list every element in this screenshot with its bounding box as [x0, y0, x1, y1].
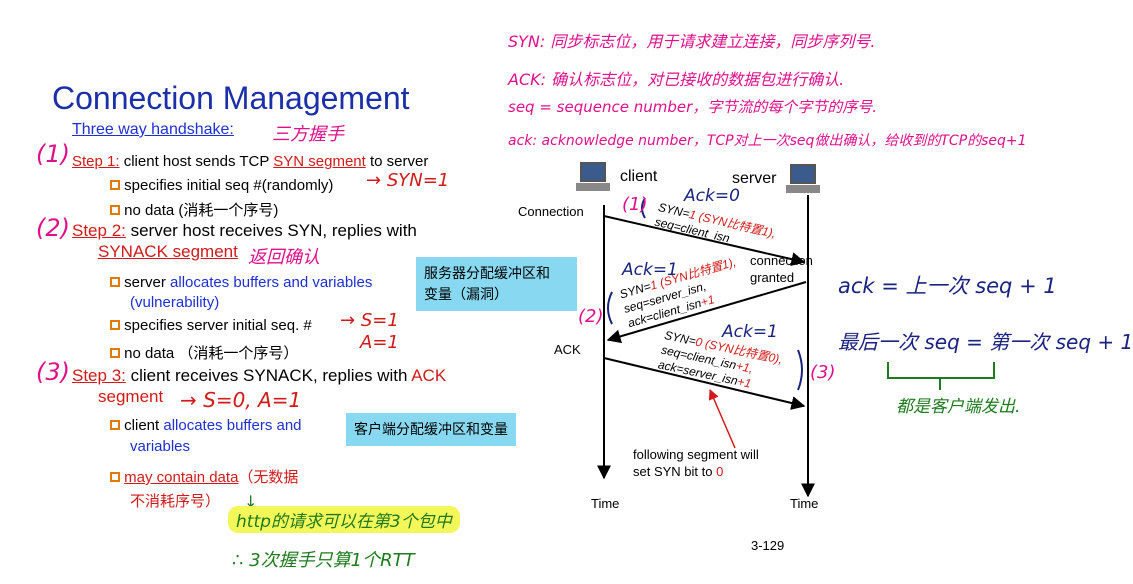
step1-bullet1: specifies initial seq #(randomly) [110, 177, 333, 194]
note-syn: SYN: 同步标志位，用于请求建立连接，同步序列号. [508, 32, 876, 51]
bracket-msg3 [797, 349, 803, 391]
bullet-icon [110, 420, 120, 430]
step2-bullet1: server allocates buffers and variables(v… [110, 273, 372, 313]
msg1-hand-ack: Ack=0 [684, 186, 740, 206]
step2-bullet2: specifies server initial seq. # [110, 317, 312, 334]
bullet-icon [110, 320, 120, 330]
pointer-arrow [708, 389, 736, 449]
bullet-icon [110, 277, 120, 287]
step3-bullet2: may contain data（无数据不消耗序号） [110, 466, 298, 514]
step1-note: → SYN=1 [366, 170, 450, 191]
subtitle-note: 三方握手 [272, 124, 344, 145]
http-note: http的请求可以在第3个包中 [228, 506, 460, 533]
bullet-icon [110, 205, 120, 215]
step2-note-s: → S=1 [340, 310, 399, 331]
step3-note: → S=0, A=1 [180, 388, 302, 412]
note-seq: seq = sequence number，字节流的每个字节的序号. [508, 98, 878, 116]
bracket-msg2 [607, 291, 613, 325]
msg2-hand-ack: Ack=1 [622, 260, 678, 280]
client-label: client [620, 168, 658, 185]
server-label: server [732, 170, 777, 187]
note-ack-number: ack: acknowledge number，TCP对上一次seq做出确认，给… [508, 133, 1027, 149]
client-alloc-box: 客户端分配缓冲区和变量 [346, 413, 516, 446]
computer-icon [786, 164, 824, 194]
handshake-diagram [597, 195, 995, 498]
step2-marker: (2) [36, 214, 71, 242]
time-left-label: Time [591, 496, 620, 511]
msg2-marker: (2) [578, 306, 604, 327]
time-right-label: Time [790, 496, 819, 511]
page-number: 3-129 [751, 538, 785, 553]
page-title: Connection Management [52, 80, 410, 116]
bracket-msg1 [641, 197, 646, 219]
ack-label: ACK [554, 342, 581, 357]
computer-icon [576, 162, 614, 192]
synack-arrow [606, 281, 807, 344]
bullet-icon [110, 180, 120, 190]
bullet-icon [110, 472, 120, 482]
connection-granted-label: connection granted [750, 253, 813, 285]
step1-marker: (1) [36, 140, 71, 168]
bracket-seq-note [887, 362, 995, 379]
step1-line: Step 1: client host sends TCP SYN segmen… [72, 153, 429, 170]
rtt-note: ∴ 3次握手只算1个RTT [232, 550, 415, 571]
msg3-hand-ack: Ack=1 [722, 322, 778, 342]
step2-bullet3: no data （消耗一个序号） [110, 342, 298, 363]
syn-arrow [603, 215, 806, 266]
step3-marker: (3) [36, 358, 71, 386]
msg3-marker: (3) [810, 362, 836, 383]
following-note: following segment will set SYN bit to 0 [633, 447, 759, 479]
step1-bullet2: no data (消耗一个序号) [110, 199, 278, 220]
step2-line: Step 2: server host receives SYN, replie… [72, 221, 417, 240]
subtitle: Three way handshake: [72, 121, 234, 138]
seq-formula-note: 最后一次 seq = 第一次 seq + 1 [838, 330, 1133, 354]
bullet-icon [110, 348, 120, 358]
msg1-marker: (1) [622, 194, 648, 215]
step2-note: 返回确认 [248, 247, 320, 268]
step3-line: Step 3: client receives SYNACK, replies … [72, 366, 447, 385]
step2-highlight: SYNACK segment [98, 242, 238, 261]
step3-segment: segment [98, 387, 164, 406]
step2-note-a: A=1 [360, 332, 399, 353]
connection-label: Connection [518, 204, 584, 219]
seq-client-note: 都是客户端发出. [896, 397, 1021, 417]
note-ack: ACK: 确认标志位，对已接收的数据包进行确认. [508, 70, 845, 89]
server-alloc-box: 服务器分配缓冲区和 变量（漏洞） [416, 257, 577, 311]
ack-arrow [603, 357, 806, 410]
ack-formula-note: ack = 上一次 seq + 1 [838, 274, 1057, 298]
